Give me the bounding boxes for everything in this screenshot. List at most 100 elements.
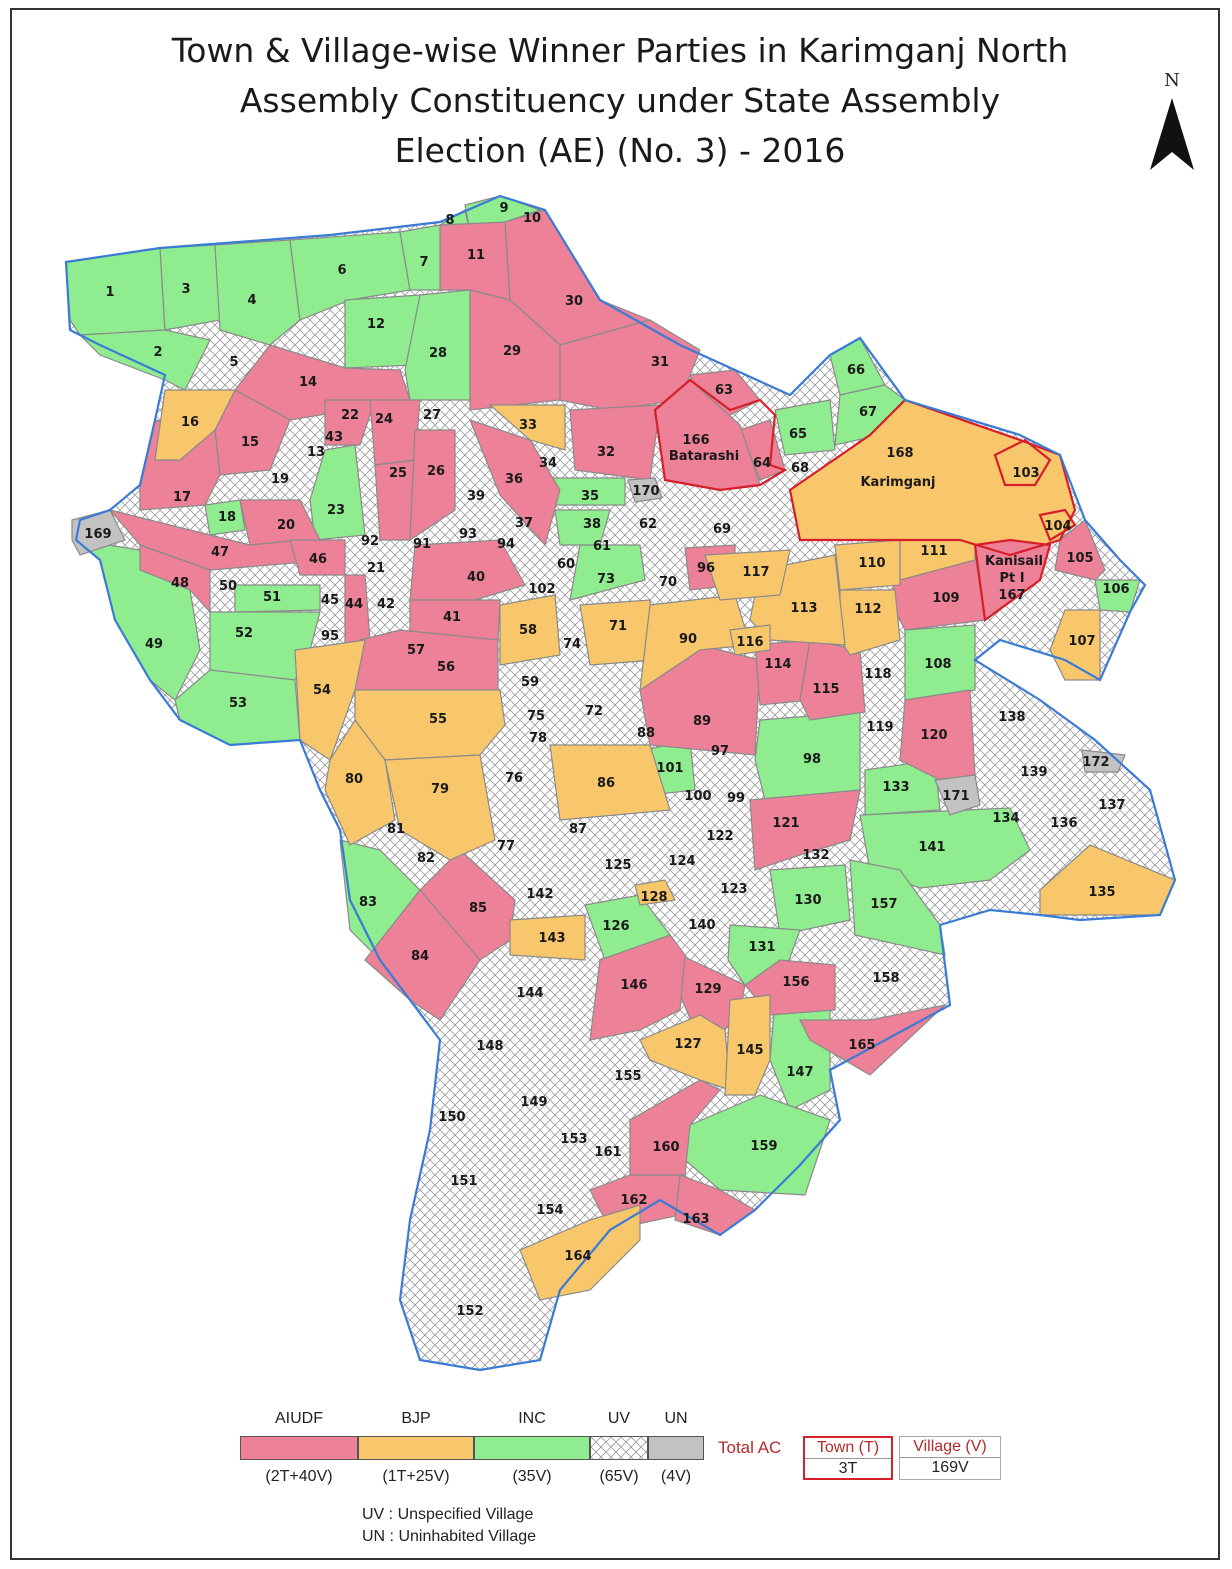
- label-104: 104: [1044, 519, 1071, 534]
- label-90: 90: [679, 632, 697, 647]
- region-48: [139, 544, 211, 614]
- label-153: 153: [560, 1132, 587, 1147]
- label-7: 7: [419, 255, 428, 270]
- region-110: [834, 539, 901, 591]
- region-143: [509, 914, 586, 961]
- label-32: 32: [597, 445, 615, 460]
- label-42: 42: [377, 597, 395, 612]
- label-131: 131: [748, 940, 775, 955]
- label-115: 115: [812, 682, 839, 697]
- label-125: 125: [604, 858, 631, 873]
- label-79: 79: [431, 782, 449, 797]
- label-142: 142: [526, 887, 553, 902]
- label-5: 5: [229, 355, 238, 370]
- label-44: 44: [345, 597, 363, 612]
- label-94: 94: [497, 537, 515, 552]
- label-159: 159: [750, 1139, 777, 1154]
- title-line-2: Assembly Constituency under State Assemb…: [239, 81, 1001, 120]
- label-4: 4: [247, 293, 256, 308]
- town-name-batarashi: Batarashi: [669, 449, 739, 464]
- label-12: 12: [367, 317, 385, 332]
- label-87: 87: [569, 822, 587, 837]
- title-line-1: Town & Village-wise Winner Parties in Ka…: [171, 31, 1069, 70]
- region-145: [724, 994, 771, 1096]
- label-95: 95: [321, 629, 339, 644]
- label-147: 147: [786, 1065, 813, 1080]
- label-46: 46: [309, 552, 327, 567]
- label-148: 148: [476, 1039, 503, 1054]
- label-105: 105: [1066, 551, 1093, 566]
- label-109: 109: [932, 591, 959, 606]
- label-158: 158: [872, 971, 899, 986]
- label-137: 137: [1098, 798, 1125, 813]
- region-116: [729, 624, 771, 656]
- label-68: 68: [791, 461, 809, 476]
- label-111: 111: [920, 544, 947, 559]
- constituency-boundary: [64, 194, 1177, 1372]
- label-133: 133: [882, 780, 909, 795]
- label-34: 34: [539, 456, 557, 471]
- town-borders: [653, 378, 1077, 622]
- region-16: [154, 389, 236, 461]
- label-108: 108: [924, 657, 951, 672]
- region-146: [589, 934, 686, 1041]
- region-54: [294, 639, 366, 761]
- region-130: [769, 864, 851, 936]
- label-15: 15: [241, 435, 259, 450]
- region-73: [569, 544, 646, 601]
- label-138: 138: [998, 710, 1025, 725]
- label-65: 65: [789, 427, 807, 442]
- label-144: 144: [516, 986, 543, 1001]
- town-border-kanisail: [973, 538, 1052, 622]
- label-58: 58: [519, 623, 537, 638]
- label-53: 53: [229, 696, 247, 711]
- label-143: 143: [538, 931, 565, 946]
- label-29: 29: [503, 344, 521, 359]
- north-arrow-icon: [1150, 98, 1194, 170]
- label-130: 130: [794, 893, 821, 908]
- label-36: 36: [505, 472, 523, 487]
- label-45: 45: [321, 593, 339, 608]
- region-28: [404, 289, 471, 401]
- label-49: 49: [145, 637, 163, 652]
- label-164: 164: [564, 1249, 591, 1264]
- label-172: 172: [1082, 755, 1109, 770]
- label-127: 127: [674, 1037, 701, 1052]
- label-114: 114: [764, 657, 791, 672]
- label-93: 93: [459, 527, 477, 542]
- label-47: 47: [211, 545, 229, 560]
- map-title: Town & Village-wise Winner Parties in Ka…: [120, 26, 1120, 176]
- region-108: [904, 624, 976, 701]
- label-102: 102: [528, 582, 555, 597]
- town-id-karimganj: 168: [886, 446, 913, 461]
- label-16: 16: [181, 415, 199, 430]
- label-99: 99: [727, 791, 745, 806]
- label-169: 169: [84, 527, 111, 542]
- label-6: 6: [337, 263, 346, 278]
- label-145: 145: [736, 1043, 763, 1058]
- label-61: 61: [593, 539, 611, 554]
- label-101: 101: [656, 761, 683, 776]
- label-89: 89: [693, 714, 711, 729]
- label-170: 170: [632, 484, 659, 499]
- label-76: 76: [505, 771, 523, 786]
- region-117: [704, 549, 791, 601]
- label-103: 103: [1012, 466, 1039, 481]
- label-152: 152: [456, 1304, 483, 1319]
- label-136: 136: [1050, 816, 1077, 831]
- label-116: 116: [736, 635, 763, 650]
- label-91: 91: [413, 537, 431, 552]
- label-9: 9: [499, 201, 508, 216]
- label-21: 21: [367, 561, 385, 576]
- region-121: [749, 789, 861, 871]
- label-155: 155: [614, 1069, 641, 1084]
- label-48: 48: [171, 576, 189, 591]
- label-64: 64: [753, 456, 771, 471]
- region-24: [369, 399, 421, 466]
- label-161: 161: [594, 1145, 621, 1160]
- town-border-104: [1038, 508, 1077, 542]
- label-20: 20: [277, 518, 295, 533]
- label-24: 24: [375, 412, 393, 427]
- label-17: 17: [173, 490, 191, 505]
